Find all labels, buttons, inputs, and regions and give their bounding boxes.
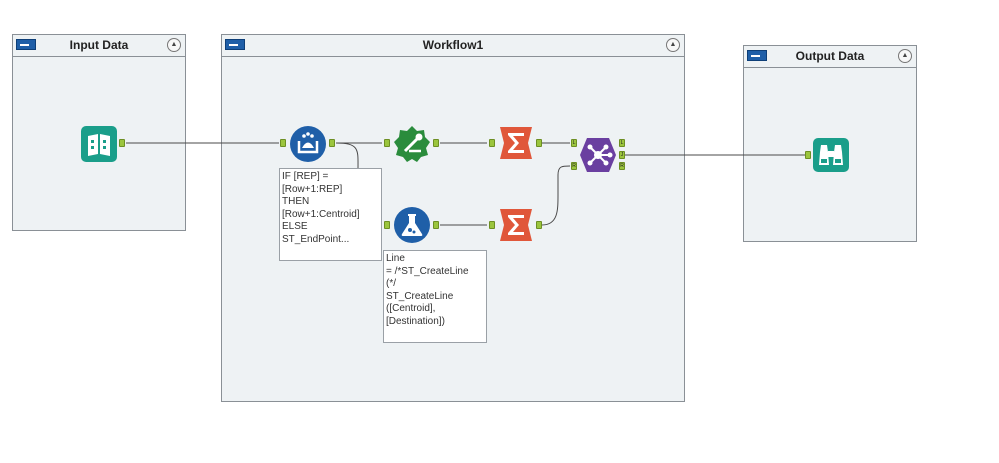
collapse-icon[interactable]: ▲ <box>898 49 912 63</box>
formula-annotation: Line = /*ST_CreateLine (*/ ST_CreateLine… <box>383 250 487 343</box>
container-header[interactable]: Input Data ▲ <box>13 35 185 57</box>
container-header[interactable]: Workflow1 ▲ <box>222 35 684 57</box>
flask-formula-icon <box>394 207 430 243</box>
input-anchor[interactable] <box>384 221 390 229</box>
multi-row-formula-tool[interactable] <box>289 125 327 163</box>
join-icon <box>580 138 616 172</box>
container-badge-icon <box>225 39 245 50</box>
join-left-output-anchor[interactable]: L <box>619 139 625 147</box>
output-anchor[interactable] <box>433 221 439 229</box>
summarize-tool-1[interactable] <box>498 125 534 161</box>
sigma-icon <box>500 127 532 159</box>
join-left-input-anchor[interactable]: L <box>571 139 577 147</box>
container-title: Output Data <box>795 49 865 63</box>
container-title: Workflow1 <box>422 38 484 52</box>
input-anchor[interactable] <box>489 221 495 229</box>
input-anchor[interactable] <box>384 139 390 147</box>
output-anchor[interactable] <box>119 139 125 147</box>
output-anchor[interactable] <box>433 139 439 147</box>
multirow-formula-annotation: IF [REP] = [Row+1:REP] THEN [Row+1:Centr… <box>279 168 382 261</box>
binoculars-icon <box>813 138 849 172</box>
input-data-container[interactable]: Input Data ▲ <box>12 34 186 231</box>
join-tool[interactable] <box>579 137 617 173</box>
container-badge-icon <box>747 50 767 61</box>
container-title: Input Data <box>69 38 129 52</box>
wire-sum2-to-join <box>541 165 571 226</box>
input-anchor[interactable] <box>489 139 495 147</box>
input-anchor[interactable] <box>805 151 811 159</box>
output-anchor[interactable] <box>536 221 542 229</box>
container-badge-icon <box>16 39 36 50</box>
create-points-tool[interactable] <box>393 125 431 163</box>
collapse-icon[interactable]: ▲ <box>666 38 680 52</box>
output-data-tool[interactable] <box>813 138 849 172</box>
output-anchor[interactable] <box>536 139 542 147</box>
book-icon <box>81 126 117 162</box>
output-anchor[interactable] <box>329 139 335 147</box>
join-inner-output-anchor[interactable]: J <box>619 151 625 159</box>
input-anchor[interactable] <box>280 139 286 147</box>
join-right-output-anchor[interactable]: R <box>619 162 625 170</box>
collapse-icon[interactable]: ▲ <box>167 38 181 52</box>
container-header[interactable]: Output Data ▲ <box>744 46 916 68</box>
formula-tool[interactable] <box>393 206 431 244</box>
input-data-tool[interactable] <box>81 126 117 162</box>
create-points-icon <box>394 126 430 162</box>
multi-row-formula-icon <box>290 126 326 162</box>
sigma-icon <box>500 209 532 241</box>
summarize-tool-2[interactable] <box>498 207 534 243</box>
join-right-input-anchor[interactable]: R <box>571 162 577 170</box>
